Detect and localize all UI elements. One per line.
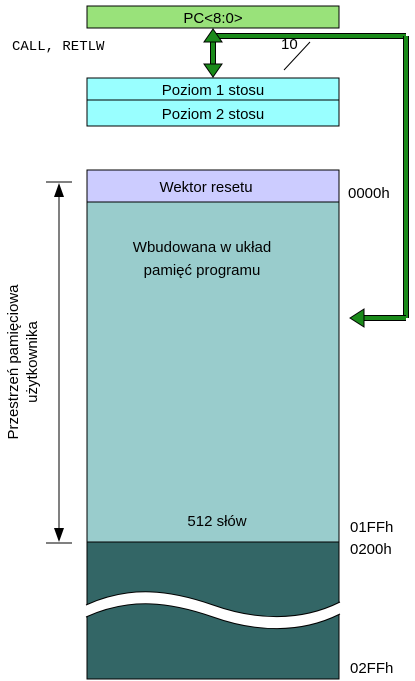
- word-count-label: 512 słów: [187, 513, 246, 530]
- reset-vector-box: [86, 169, 340, 203]
- address-end-user: 01FFh: [350, 519, 393, 536]
- dimension-arrow-down-icon: [54, 528, 64, 542]
- stack-level-2-label: Poziom 2 stosu: [162, 106, 265, 123]
- address-start-upper: 0200h: [350, 541, 392, 558]
- arrow-up-icon: [203, 28, 223, 43]
- program-memory-label-line1: Wbudowana w układ: [133, 239, 271, 256]
- address-end: 02FFh: [350, 660, 393, 677]
- bus-width-label: 10: [281, 36, 298, 53]
- stack-level-1-label: Poziom 1 stosu: [162, 82, 265, 99]
- memory-break-wave: [86, 591, 340, 629]
- dimension-arrow-up-icon: [54, 183, 64, 197]
- arrow-down-icon: [203, 63, 223, 78]
- program-memory-label-line2: pamięć programu: [144, 262, 261, 279]
- pc-register-label: PC<8:0>: [183, 10, 242, 27]
- pc-stack-double-arrow: [203, 28, 223, 78]
- bus-width-slash: [283, 41, 311, 71]
- call-retlw-label: CALL, RETLW: [12, 39, 105, 55]
- user-space-label-line1: Przestrzeń pamięciowa: [5, 284, 22, 440]
- pc-register-box: [86, 5, 340, 29]
- program-memory-box: [86, 201, 340, 543]
- arrow-left-icon: [349, 308, 365, 328]
- stack-level-2-box: [86, 99, 340, 127]
- reset-vector-label: Wektor resetu: [159, 179, 252, 196]
- address-bus-path: [213, 33, 409, 321]
- address-start: 0000h: [348, 185, 390, 202]
- user-space-dimension: [46, 181, 72, 544]
- user-space-label-line2: użytkownika: [24, 320, 41, 402]
